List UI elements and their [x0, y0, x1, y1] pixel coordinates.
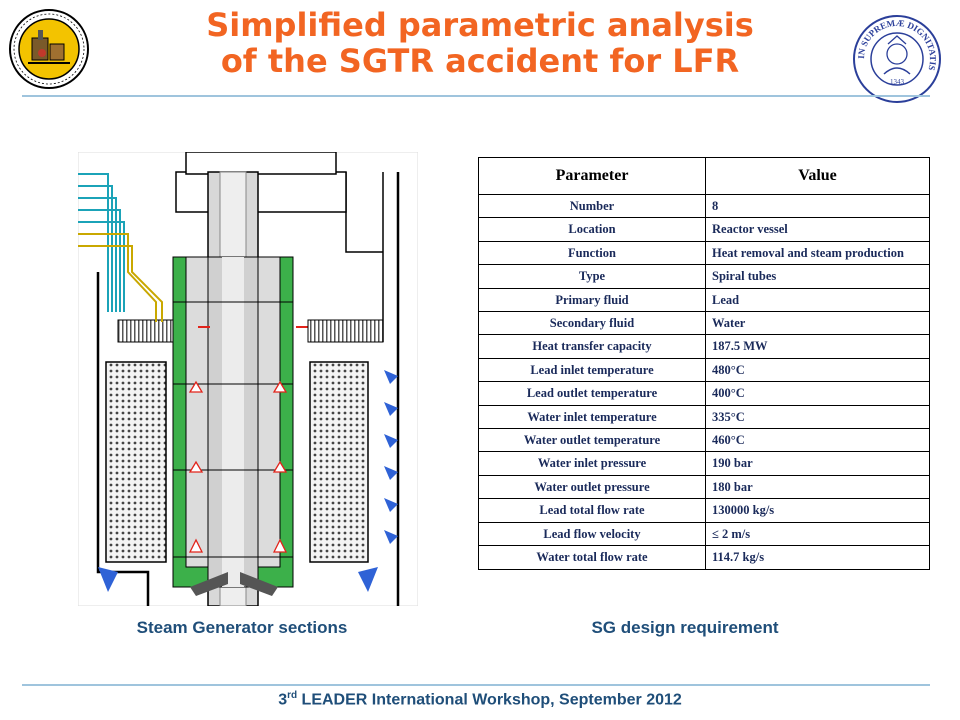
row-value: 114.7 kg/s — [705, 545, 930, 570]
row-value: 8 — [705, 193, 930, 219]
title-line-1: Simplified parametric analysis — [206, 6, 754, 44]
row-parameter: Water outlet temperature — [478, 428, 706, 453]
footer-text: LEADER International Workshop, September… — [297, 691, 682, 709]
row-value: Water — [705, 311, 930, 336]
row-value: 180 bar — [705, 474, 930, 500]
row-value: 400°C — [705, 381, 930, 406]
row-parameter: Lead flow velocity — [478, 521, 706, 547]
row-value: 460°C — [705, 428, 930, 453]
table-header-row: Parameter Value — [478, 157, 930, 195]
row-parameter: Lead outlet temperature — [478, 381, 706, 406]
row-parameter: Type — [478, 264, 706, 289]
row-value: ≤ 2 m/s — [705, 521, 930, 547]
row-parameter: Lead total flow rate — [478, 498, 706, 523]
row-parameter: Number — [478, 193, 706, 219]
slide-footer: 3rd LEADER International Workshop, Septe… — [0, 690, 960, 709]
row-parameter: Water total flow rate — [478, 545, 706, 570]
figure-caption: Steam Generator sections — [136, 618, 348, 637]
row-value: 335°C — [705, 404, 930, 430]
row-value: 190 bar — [705, 451, 930, 476]
header-value: Value — [705, 157, 930, 195]
row-value: Reactor vessel — [705, 217, 930, 242]
row-value: 480°C — [705, 357, 930, 383]
seal-year: 1343 — [890, 78, 905, 86]
header-parameter: Parameter — [478, 157, 706, 195]
row-parameter: Function — [478, 240, 706, 266]
row-value: 130000 kg/s — [705, 498, 930, 523]
leader-project-logo — [9, 9, 89, 89]
slide-title: Simplified parametric analysis of the SG… — [150, 0, 810, 79]
steam-generator-diagram — [78, 152, 418, 606]
title-line-2: of the SGTR accident for LFR — [220, 42, 740, 80]
row-value: Lead — [705, 287, 930, 313]
row-parameter: Heat transfer capacity — [478, 334, 706, 359]
row-value: Heat removal and steam production — [705, 240, 930, 266]
bottom-divider — [22, 684, 930, 686]
row-value: 187.5 MW — [705, 334, 930, 359]
table-caption: SG design requirement — [591, 618, 779, 637]
row-parameter: Water inlet temperature — [478, 404, 706, 430]
row-parameter: Lead inlet temperature — [478, 357, 706, 383]
footer-ordinal-suffix: rd — [287, 690, 298, 701]
footer-ordinal: 3 — [278, 691, 288, 709]
table-row: Lead flow velocity≤ 2 m/s — [478, 521, 930, 547]
row-parameter: Secondary fluid — [478, 311, 706, 336]
university-pisa-seal: IN SUPREMÆ DIGNITATIS 1343 — [853, 15, 941, 103]
row-value: Spiral tubes — [705, 264, 930, 289]
row-parameter: Location — [478, 217, 706, 242]
top-divider — [22, 95, 930, 97]
row-parameter: Water inlet pressure — [478, 451, 706, 476]
row-parameter: Water outlet pressure — [478, 474, 706, 500]
row-parameter: Primary fluid — [478, 287, 706, 313]
